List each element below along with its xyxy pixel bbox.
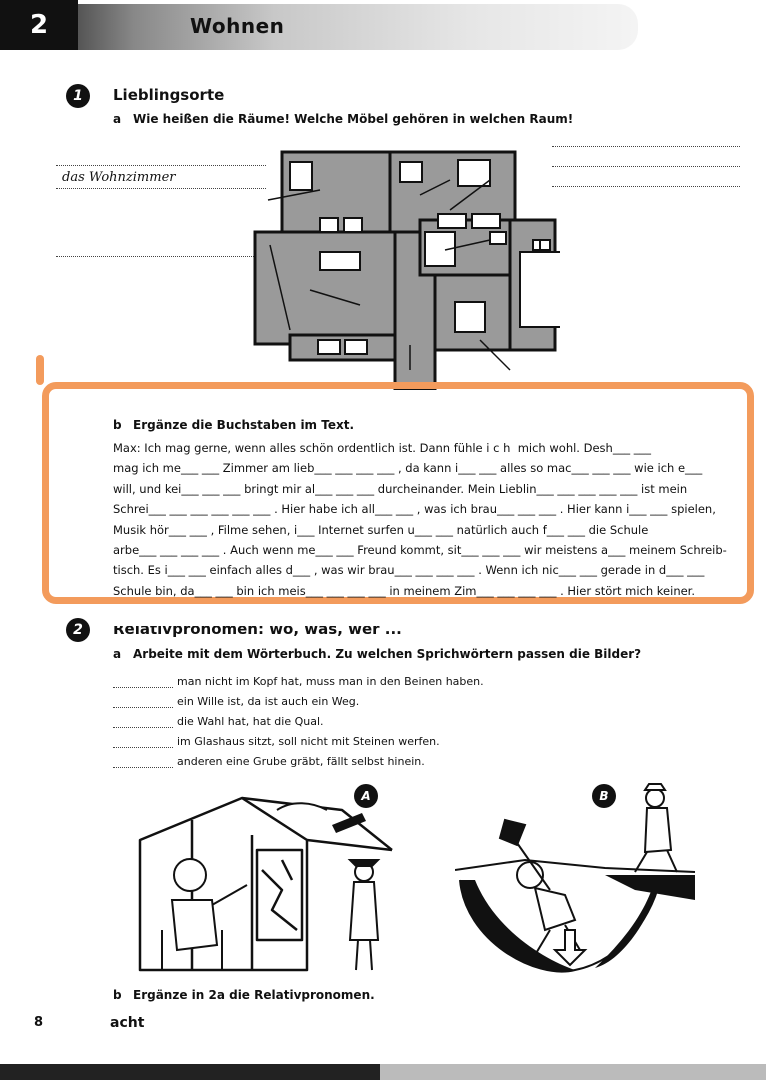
task-letter: b [113,418,122,432]
chapter-band [78,4,638,50]
exercise-2a-instruction: a Arbeite mit dem Wörterbuch. Zu welchen … [113,647,641,661]
floor-plan-drawing [253,150,560,390]
list-item: man nicht im Kopf hat, muss man in den B… [113,668,484,688]
page-number: 8 [34,1015,44,1030]
task-text: Arbeite mit dem Wörterbuch. Zu welchen S… [133,647,642,661]
text-line: Schrei___ ___ ___ ___ ___ ___ . Hier hab… [113,502,716,517]
list-item: ein Wille ist, da ist auch ein Weg. [113,688,484,708]
fill-in-text[interactable]: Max: Ich mag gerne, wenn alles schön ord… [113,438,743,601]
orange-highlight-frame [42,382,754,604]
list-item: im Glashaus sitzt, soll nicht mit Steine… [113,728,484,748]
text-line: Schule bin, da___ ___ bin ich meis___ __… [113,583,696,598]
task-letter: a [113,647,122,661]
saying-text: im Glashaus sitzt, soll nicht mit Steine… [177,735,440,748]
text-line: will, und kei___ ___ ___ bringt mir al__… [113,481,688,496]
text-line: Max: Ich mag gerne, wenn alles schön ord… [113,441,651,455]
answer-line[interactable] [552,166,740,167]
illustration-digging-pit [455,783,696,973]
answer-line[interactable] [56,256,266,257]
saying-text: man nicht im Kopf hat, muss man in den B… [177,675,484,688]
exercise-1b-instruction: b Ergänze die Buchstaben im Text. [113,418,354,432]
list-item: die Wahl hat, hat die Qual. [113,708,484,728]
highlight-hook [36,355,44,385]
text-line: mag ich me___ ___ Zimmer am lieb___ ___ … [113,461,703,476]
list-item: anderen eine Grube gräbt, fällt selbst h… [113,748,484,768]
task-text: Ergänze die Buchstaben im Text. [133,418,354,432]
task-letter: a [113,112,122,126]
answer-blank[interactable] [113,707,173,708]
answer-blank[interactable] [113,687,173,688]
saying-text: die Wahl hat, hat die Qual. [177,715,324,728]
text-line: Musik hör___ ___ , Filme sehen, i___ Int… [113,522,649,537]
page-word: acht [110,1015,145,1031]
exercise-2b-instruction: b Ergänze in 2a die Relativpronomen. [113,988,375,1002]
footer-bar-right [380,1064,766,1080]
task-letter: b [113,988,122,1002]
chapter-header: 2 Wohnen [0,0,766,52]
answer-line[interactable] [552,146,740,147]
exercise-2-badge: 2 [66,618,90,642]
exercise-1-title: Lieblingsorte [113,86,225,104]
chapter-number: 2 [0,0,78,50]
illustration-glass-house [138,796,393,972]
answer-blank[interactable] [113,727,173,728]
exercise-2-title: Relativpronomen: wo, was, wer ... [113,620,402,638]
answer-line[interactable] [56,188,266,189]
picture-label-b: B [592,784,616,808]
task-text: Ergänze in 2a die Relativpronomen. [133,988,375,1002]
sayings-list: man nicht im Kopf hat, muss man in den B… [113,668,484,768]
text-line: arbe___ ___ ___ ___ . Auch wenn me___ __… [113,543,727,558]
answer-blank[interactable] [113,747,173,748]
answer-line[interactable] [552,186,740,187]
answer-blank[interactable] [113,767,173,768]
exercise-1a-instruction: a Wie heißen die Räume! Welche Möbel gehö… [113,112,573,126]
chapter-title: Wohnen [190,14,285,38]
saying-text: ein Wille ist, da ist auch ein Weg. [177,695,360,708]
text-line: tisch. Es i___ ___ einfach alles d___ , … [113,563,705,578]
handwritten-answer: das Wohnzimmer [62,170,176,185]
task-text: Wie heißen die Räume! Welche Möbel gehör… [133,112,574,126]
picture-label-a: A [354,784,378,808]
answer-line[interactable] [56,165,266,166]
saying-text: anderen eine Grube gräbt, fällt selbst h… [177,755,425,768]
exercise-1-badge: 1 [66,84,90,108]
